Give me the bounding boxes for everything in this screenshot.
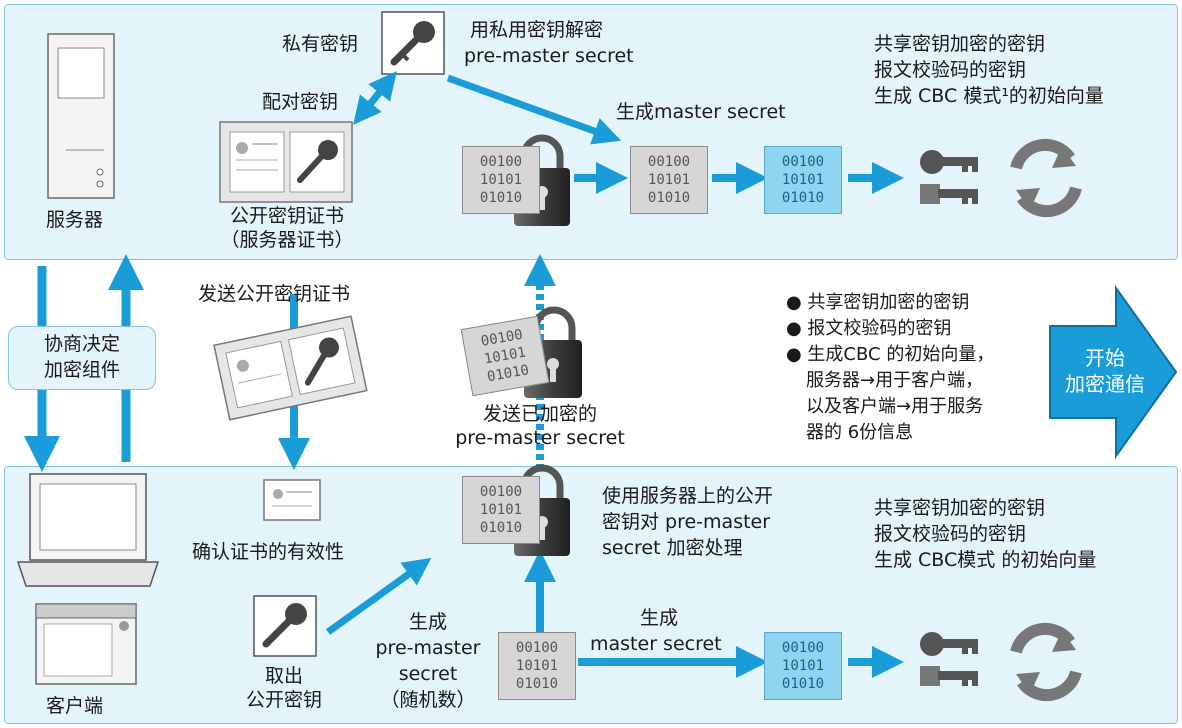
sent-certificate-icon: [213, 315, 368, 421]
pair-key-label: 配对密钥: [262, 91, 339, 113]
server-label: 服务器: [46, 209, 104, 231]
decrypt-label: 用私用密钥解密: [470, 19, 604, 41]
bullet-continuation: 以及客户端→用于服务: [806, 396, 984, 417]
cert-label: 公开密钥证书: [229, 205, 344, 227]
binary-line: 00100: [781, 154, 825, 170]
send-cert-label: 发送公开密钥证书: [198, 283, 351, 305]
start-sub-label: 加密通信: [1065, 372, 1145, 396]
client-encrypted-binary: 00100 10101 01010: [462, 476, 540, 544]
negotiate-box: [8, 326, 156, 390]
client-keys-line-2: 报文校验码的密钥: [874, 523, 1027, 545]
start-label: 开始: [1085, 346, 1125, 370]
binary-line: 01010: [781, 190, 825, 206]
binary-line: 01010: [647, 190, 691, 206]
gen-master-client-sub-label: master secret: [590, 633, 722, 655]
server-encrypted-binary: 00100 10101 01010: [462, 146, 540, 214]
negotiate-sub-label: 加密组件: [43, 359, 120, 381]
client-panel: [4, 466, 1178, 724]
encrypt-label: 密钥对 pre-master: [602, 511, 771, 533]
bullet-item: ● 生成CBC 的初始向量，: [786, 344, 995, 365]
server-decrypted-binary: 00100 10101 01010: [630, 146, 708, 214]
client-pre-master-binary: 00100 10101 01010: [498, 632, 576, 700]
binary-line: 00100: [515, 640, 559, 656]
binary-line: 00100: [647, 154, 691, 170]
binary-line: 10101: [515, 658, 559, 674]
encrypt-label: secret 加密处理: [602, 537, 743, 559]
gen-master-client-label: 生成: [640, 607, 679, 629]
gen-master-label: 生成master secret: [616, 101, 786, 123]
bullet-continuation: 器的 6份信息: [806, 422, 914, 443]
decrypt-sub-label: pre-master secret: [464, 45, 634, 67]
binary-line: 10101: [479, 502, 523, 518]
binary-line: 01010: [479, 190, 523, 206]
send-encrypted-sub-label: pre-master secret: [455, 427, 625, 449]
client-keys-line-3: 生成 CBC模式 的初始向量: [874, 549, 1097, 571]
gen-pre-sub-label: pre-master: [375, 637, 481, 659]
client-label: 客户端: [46, 695, 104, 717]
gen-pre-sub-label: secret: [398, 663, 458, 685]
sent-encrypted-binary: 00100 10101 01010: [460, 315, 550, 397]
client-master-secret-binary: 00100 10101 01010: [764, 632, 842, 700]
bullet-item: ● 共享密钥加密的密钥: [786, 292, 970, 313]
binary-line: 01010: [781, 676, 825, 692]
binary-line: 10101: [647, 172, 691, 188]
send-encrypted-label: 发送已加密的: [482, 403, 597, 425]
binary-line: 01010: [515, 676, 559, 692]
client-keys-line-1: 共享密钥加密的密钥: [874, 497, 1046, 519]
server-keys-line-3: 生成 CBC 模式¹的初始向量: [874, 85, 1104, 107]
bullet-continuation: 服务器→用于客户端，: [806, 370, 984, 391]
verify-cert-label: 确认证书的有效性: [192, 541, 345, 563]
cert-sub-label: （服务器证书）: [220, 229, 354, 251]
server-keys-line-2: 报文校验码的密钥: [874, 59, 1027, 81]
bullet-item: ● 报文校验码的密钥: [786, 318, 952, 339]
binary-line: 00100: [479, 484, 523, 500]
binary-line: 10101: [479, 172, 523, 188]
gen-pre-random-label: （随机数）: [380, 689, 476, 711]
binary-line: 00100: [479, 154, 523, 170]
binary-line: 10101: [781, 658, 825, 674]
private-key-label: 私有密钥: [282, 33, 359, 55]
extract-sub-label: 公开密钥: [245, 689, 322, 711]
binary-line: 10101: [781, 172, 825, 188]
gen-pre-label: 生成: [408, 611, 447, 633]
encrypt-label: 使用服务器上的公开: [602, 485, 774, 507]
binary-line: 01010: [479, 520, 523, 536]
negotiate-label: 协商决定: [43, 333, 120, 355]
server-master-secret-binary: 00100 10101 01010: [764, 146, 842, 214]
binary-line: 00100: [781, 640, 825, 656]
extract-label: 取出: [264, 665, 303, 687]
server-keys-line-1: 共享密钥加密的密钥: [874, 33, 1046, 55]
